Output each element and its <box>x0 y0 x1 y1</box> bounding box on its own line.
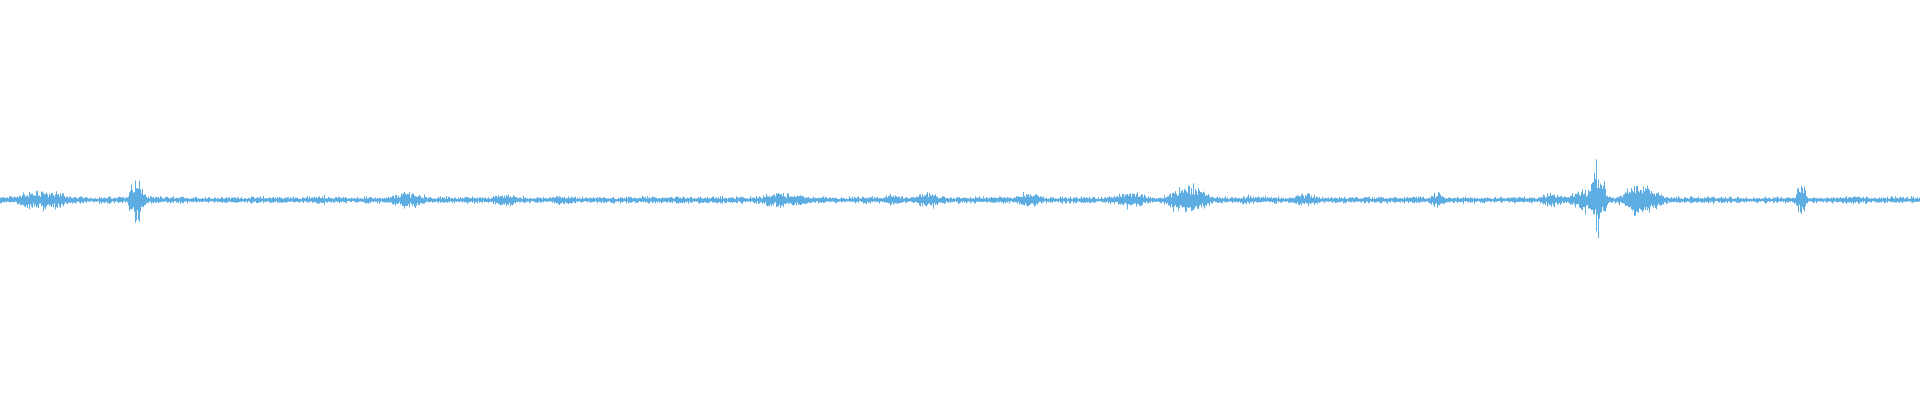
waveform-signal <box>0 159 1920 239</box>
